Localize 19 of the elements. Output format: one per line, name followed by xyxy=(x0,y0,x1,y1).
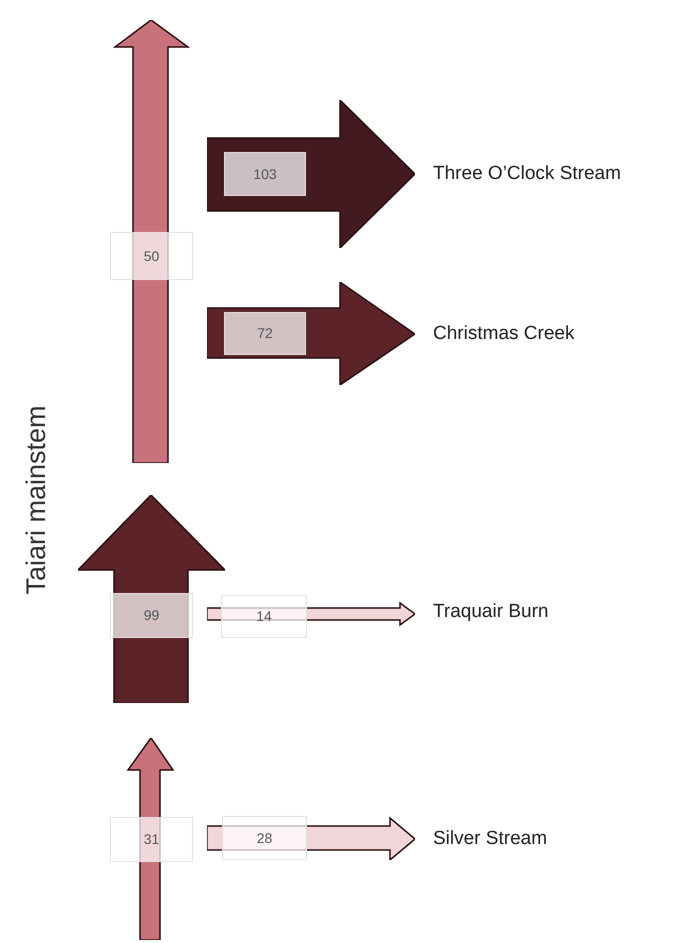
axis-title: Taiari mainstem xyxy=(20,405,52,595)
stream-name: Traquair Burn xyxy=(433,600,548,624)
flow-band xyxy=(78,495,225,703)
stream-name: Three O’Clock Stream xyxy=(433,162,621,186)
stream-name: Christmas Creek xyxy=(433,322,574,346)
stream-name: Silver Stream xyxy=(433,826,548,851)
value-panel: 50 xyxy=(110,232,193,280)
value-panel: 72 xyxy=(224,312,306,355)
value-panel: 99 xyxy=(110,593,193,638)
value-panel: 103 xyxy=(224,152,306,196)
flow-band xyxy=(207,100,415,248)
value-panel: 28 xyxy=(222,816,307,860)
flow-band xyxy=(110,738,193,940)
value-panel: 14 xyxy=(221,595,307,638)
flow-band xyxy=(207,816,415,860)
flow-band xyxy=(207,595,415,638)
flow-band xyxy=(207,282,415,385)
flow-band xyxy=(110,20,193,463)
value-panel: 31 xyxy=(110,817,193,862)
